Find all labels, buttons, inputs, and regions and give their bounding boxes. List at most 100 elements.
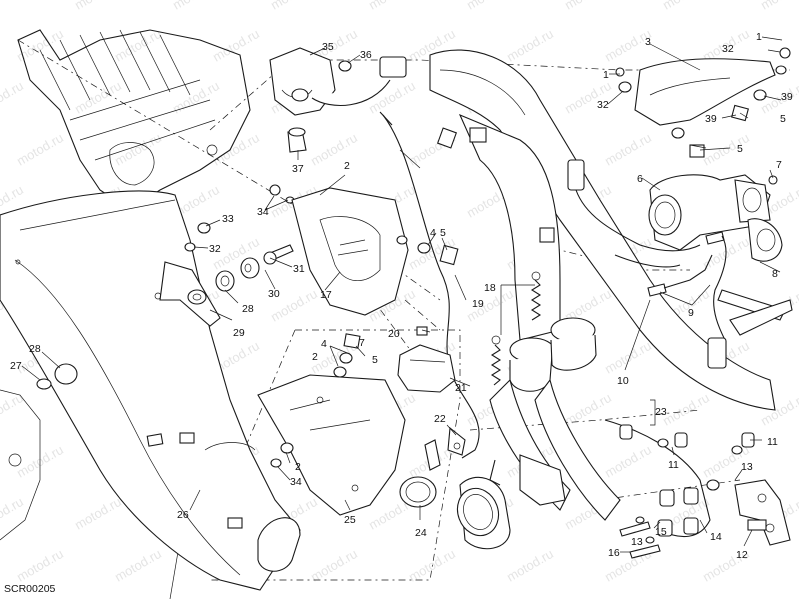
callout-11: 11 — [767, 436, 778, 448]
watermark-text: motod.ru — [602, 338, 654, 377]
heat-shield-17 — [291, 187, 459, 316]
watermark-text: motod.ru — [112, 130, 164, 169]
callout-2: 2 — [312, 351, 318, 363]
watermark-text: motod.ru — [0, 390, 26, 429]
callout-7: 7 — [359, 337, 365, 349]
leader-lines — [21, 36, 783, 553]
callout-18: 18 — [484, 282, 496, 294]
watermark-text: motod.ru — [72, 0, 124, 13]
watermark-text: motod.ru — [0, 78, 26, 117]
callout-31: 31 — [293, 263, 305, 275]
callout-16: 16 — [608, 547, 620, 559]
callout-5: 5 — [440, 227, 446, 239]
watermark-text: motod.ru — [464, 0, 516, 13]
callout-8: 8 — [772, 268, 778, 280]
watermark-text: motod.ru — [72, 78, 124, 117]
lambda-sensor-wiring — [567, 159, 793, 369]
collector-6 — [648, 174, 783, 262]
control-cable-19 — [379, 111, 480, 459]
callout-6: 6 — [637, 173, 643, 185]
callout-32: 32 — [209, 243, 221, 255]
callout-28: 28 — [242, 303, 254, 315]
watermark-text: motod.ru — [504, 546, 556, 585]
watermark-text: motod.ru — [14, 546, 66, 585]
callout-7: 7 — [776, 159, 782, 171]
heat-shield-3 — [615, 47, 791, 185]
watermark-text: motod.ru — [308, 546, 360, 585]
callout-5: 5 — [737, 143, 743, 155]
callout-5: 5 — [780, 113, 786, 125]
watermark-text: motod.ru — [504, 26, 556, 65]
header-pipes-10 — [429, 49, 776, 550]
callout-39: 39 — [705, 113, 717, 125]
callout-26: 26 — [177, 509, 189, 521]
callout-15: 15 — [655, 526, 667, 538]
callout-4: 4 — [430, 227, 436, 239]
watermark-text: motod.ru — [72, 494, 124, 533]
bracket-12 — [734, 479, 791, 546]
watermark-text: motod.ru — [112, 546, 164, 585]
watermark-text: motod.ru — [210, 130, 262, 169]
callout-20: 20 — [388, 328, 400, 340]
callout-29: 29 — [233, 327, 245, 339]
callout-30: 30 — [268, 288, 280, 300]
callout-33: 33 — [222, 213, 234, 225]
muffler-26 — [0, 190, 301, 591]
callout-22: 22 — [434, 413, 446, 425]
callout-10: 10 — [617, 375, 629, 387]
heat-shield-25 — [257, 333, 406, 516]
watermark-text: motod.ru — [14, 26, 66, 65]
watermark-text: motod.ru — [758, 0, 799, 13]
callout-13: 13 — [631, 536, 643, 548]
callout-2: 2 — [344, 160, 350, 172]
callout-17: 17 — [320, 289, 332, 301]
callout-27: 27 — [10, 360, 22, 372]
callout-34: 34 — [290, 476, 302, 488]
callout-3: 3 — [645, 36, 651, 48]
watermark-text: motod.ru — [562, 390, 614, 429]
watermark-text: motod.ru — [0, 494, 26, 533]
watermark-text: motod.ru — [308, 130, 360, 169]
callout-11: 11 — [668, 459, 679, 471]
callout-1: 1 — [756, 31, 762, 43]
watermark-text: motod.ru — [406, 546, 458, 585]
callout-9: 9 — [688, 307, 694, 319]
callout-12: 12 — [736, 549, 748, 561]
watermark-text: motod.ru — [602, 442, 654, 481]
watermark-text: motod.ru — [170, 78, 222, 117]
callout-19: 19 — [472, 298, 484, 310]
cover-21 — [397, 326, 456, 393]
watermark-text: motod.ru — [268, 0, 320, 13]
callout-25: 25 — [344, 514, 356, 526]
exhaust-valve-actuator-35 — [269, 47, 407, 153]
callout-2: 2 — [295, 461, 301, 473]
callout-34: 34 — [257, 206, 269, 218]
clamp-24 — [399, 439, 441, 508]
callout-39: 39 — [781, 91, 793, 103]
watermark-text: motod.ru — [366, 0, 418, 13]
callout-32: 32 — [722, 43, 734, 55]
callout-4: 4 — [321, 338, 327, 350]
callout-36: 36 — [360, 49, 372, 61]
callout-35: 35 — [322, 41, 334, 53]
callout-37: 37 — [292, 163, 304, 175]
watermark-text: motod.ru — [210, 26, 262, 65]
callout-5: 5 — [372, 354, 378, 366]
springs-18 — [490, 271, 542, 386]
watermark-text: motod.ru — [602, 130, 654, 169]
callout-21: 21 — [455, 382, 467, 394]
hardware-right — [619, 424, 755, 559]
callout-14: 14 — [710, 531, 722, 543]
callout-24: 24 — [415, 527, 427, 539]
bracket-29 — [159, 261, 221, 327]
watermark-text: motod.ru — [170, 0, 222, 13]
watermark-text: motod.ru — [0, 0, 26, 13]
watermark-text: motod.ru — [660, 390, 712, 429]
callout-28: 28 — [29, 343, 41, 355]
cable-end-22 — [447, 426, 501, 486]
drawing-code: SCR00205 — [4, 583, 56, 595]
callout-1: 1 — [603, 69, 609, 81]
callout-13: 13 — [741, 461, 753, 473]
